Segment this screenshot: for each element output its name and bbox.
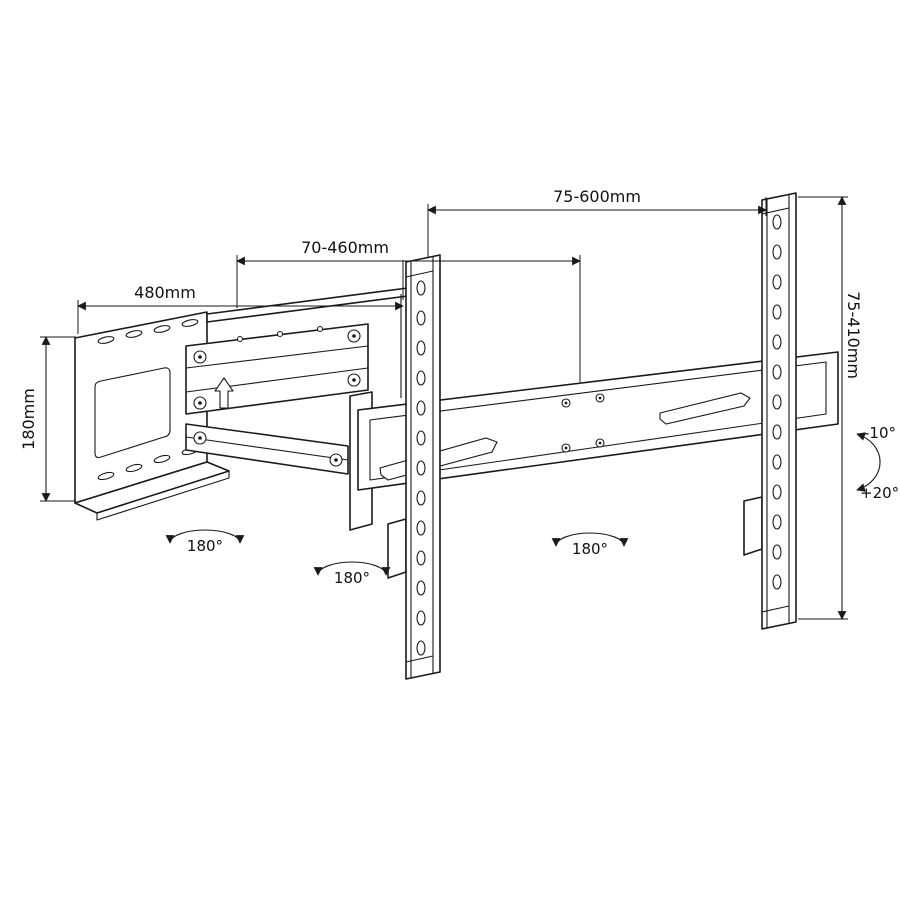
mounting-slot [181, 319, 199, 327]
rotation-arc [165, 529, 245, 544]
rail-slot [772, 274, 782, 290]
dimension-wall-plate-height: 180mm [19, 336, 76, 502]
bolt-head [236, 335, 244, 343]
rail-slot [772, 454, 782, 470]
wall-plate-flange-edge [96, 471, 230, 521]
hinge-pin [352, 334, 356, 338]
wall-plate-cutout [94, 367, 171, 459]
tv-plate-inner-outline [369, 361, 827, 481]
screw-center [598, 396, 602, 400]
up-arrow-marker [214, 377, 234, 409]
left-bottom-hook [387, 518, 407, 579]
mounting-slot [97, 471, 115, 481]
rail-slot [416, 520, 426, 536]
dim-label-75-410mm: 75-410mm [844, 291, 863, 379]
hinge-pin [352, 378, 356, 382]
dimension-wall-plate-width: 480mm [77, 260, 404, 334]
rail-slot [416, 550, 426, 566]
rail-slot [416, 340, 426, 356]
screw-center [564, 401, 568, 405]
rail-slot [772, 334, 782, 350]
upper-arm-plate-lines [185, 345, 369, 393]
right-rail-holes [772, 214, 782, 590]
rail-slot [416, 430, 426, 446]
rail-slot [772, 244, 782, 260]
rail-slot [416, 280, 426, 296]
upper-arm-assembly [185, 323, 369, 415]
rail-slot [416, 460, 426, 476]
right-rail-body [761, 192, 797, 630]
rail-slot [416, 490, 426, 506]
wall-plate-mounting-slots [97, 319, 199, 481]
rail-slot [772, 304, 782, 320]
bolt-head [276, 330, 284, 338]
swivel-annotation-wall-arm: 180° [165, 529, 245, 555]
right-rail-fold-lines [766, 195, 790, 628]
dimension-vesa-width: 75-600mm [427, 187, 767, 258]
dim-label-180mm: 180mm [19, 388, 38, 450]
rail-slot [772, 484, 782, 500]
tilt-arc [856, 432, 881, 492]
left-rail-fold-lines [410, 257, 434, 678]
dim-label-70-460mm: 70-460mm [301, 238, 389, 257]
rail-slot [772, 394, 782, 410]
wall-plate [74, 311, 230, 521]
left-vesa-rail [405, 254, 441, 680]
dimension-arm-extension: 70-460mm [236, 238, 581, 382]
right-vesa-rail [761, 192, 797, 630]
rail-slot [416, 640, 426, 656]
rail-slot [416, 580, 426, 596]
hinge-pin [198, 355, 202, 359]
mounting-slot [153, 325, 171, 333]
angle-label-180: 180° [572, 540, 608, 558]
rotation-arc [313, 561, 391, 576]
hinge-pin [198, 436, 202, 440]
rail-slot [416, 310, 426, 326]
rail-slot [772, 424, 782, 440]
mounting-slot [125, 463, 143, 473]
rail-slot [772, 364, 782, 380]
tilt-annotation: -10° +20° [856, 424, 899, 502]
rail-slot [416, 400, 426, 416]
dim-label-75-600mm: 75-600mm [553, 187, 641, 206]
bolt-head [316, 325, 324, 333]
rail-slot [416, 610, 426, 626]
mounting-slot [125, 330, 143, 338]
rail-slot [772, 214, 782, 230]
rail-slot [772, 574, 782, 590]
mounting-slot [97, 336, 115, 344]
angle-label-180: 180° [334, 569, 370, 587]
angle-label-tilt-down: +20° [860, 484, 899, 502]
rotation-arc [551, 532, 629, 547]
screw-center [598, 441, 602, 445]
screw-center [564, 446, 568, 450]
dim-label-480mm: 480mm [134, 283, 196, 302]
dimension-vesa-height: 75-410mm [798, 196, 863, 620]
mounting-slot [153, 454, 171, 464]
rail-slot [772, 544, 782, 560]
tv-plate-slot-right [659, 392, 751, 425]
angle-label-180: 180° [187, 537, 223, 555]
hinge-pin [198, 401, 202, 405]
swivel-annotation-tv-plate: 180° [551, 532, 629, 558]
rail-slot [772, 514, 782, 530]
left-rail-end-caps [405, 270, 434, 663]
left-rail-holes [416, 280, 426, 656]
swivel-annotation-elbow: 180° [313, 561, 391, 587]
right-bottom-hook [743, 496, 763, 556]
angle-label-tilt-up: -10° [864, 424, 896, 442]
rail-slot [416, 370, 426, 386]
hinge-pin [334, 458, 338, 462]
lower-arm-plate-line [185, 436, 349, 461]
